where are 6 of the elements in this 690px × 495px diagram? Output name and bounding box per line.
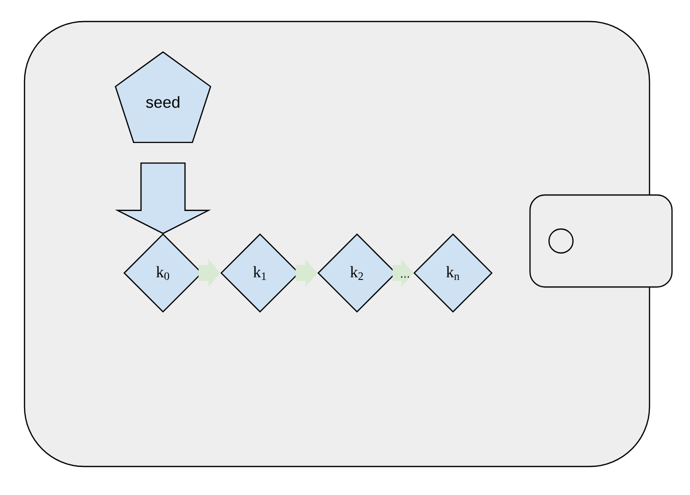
edge-label: ... xyxy=(401,276,409,278)
block-arrow xyxy=(114,162,212,234)
arrow xyxy=(296,259,318,287)
pentagon: seed xyxy=(114,51,212,144)
arrow xyxy=(198,259,220,287)
arrow xyxy=(392,259,414,287)
